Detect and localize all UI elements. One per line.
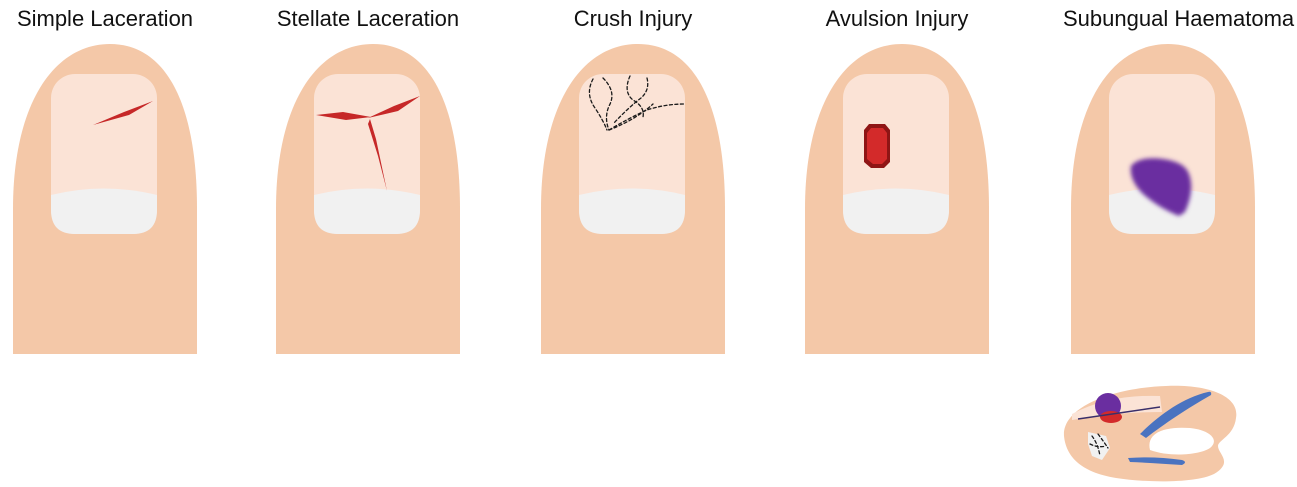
avulsion-injury-mark bbox=[864, 124, 890, 168]
finger-illustration-icon bbox=[268, 44, 468, 354]
finger-illustration-icon bbox=[533, 44, 733, 354]
finger-illustration-icon bbox=[1063, 44, 1263, 354]
panel-title: Subungual Haematoma bbox=[1063, 6, 1263, 32]
finger-illustration-icon bbox=[5, 44, 205, 354]
nail-cross-section-icon bbox=[1058, 382, 1240, 484]
panel-title: Stellate Laceration bbox=[268, 6, 468, 32]
panel-title: Crush Injury bbox=[533, 6, 733, 32]
panel-title: Simple Laceration bbox=[5, 6, 205, 32]
finger-illustration-icon bbox=[797, 44, 997, 354]
panel-title: Avulsion Injury bbox=[797, 6, 997, 32]
